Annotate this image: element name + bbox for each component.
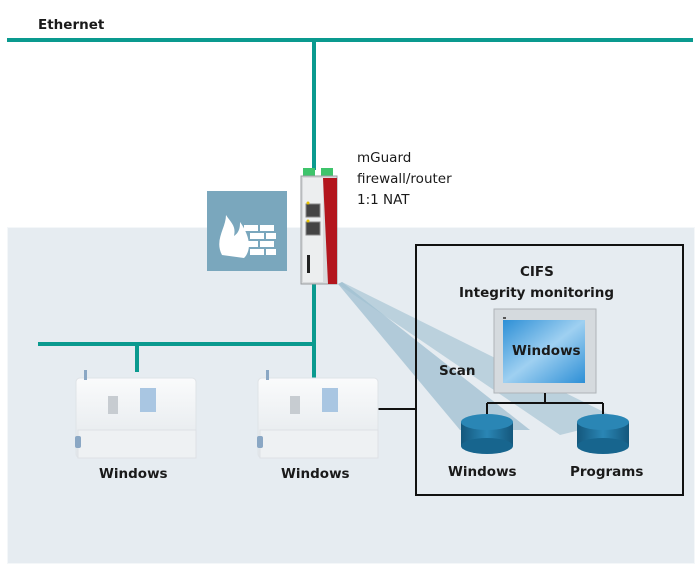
scan-beam-windows — [338, 282, 530, 430]
ethernet-bus — [7, 38, 693, 42]
scan-beam-programs — [338, 282, 620, 435]
database-label-programs: Programs — [570, 464, 644, 480]
lan-uplink-line — [312, 280, 316, 380]
database-icon-programs — [577, 414, 629, 454]
lan-drop-2 — [312, 344, 316, 372]
router-name: mGuard — [357, 150, 412, 166]
database-label-windows: Windows — [448, 464, 517, 480]
machine-tool-icon-2 — [257, 370, 379, 459]
machine-tool-icon-1 — [75, 370, 197, 459]
machine-label-2: Windows — [281, 466, 350, 482]
firewall-icon — [207, 191, 287, 271]
monitor-label: Windows — [512, 343, 581, 359]
ethernet-drop-line — [312, 40, 316, 170]
scan-label: Scan — [439, 363, 476, 379]
router-mode: 1:1 NAT — [357, 192, 410, 208]
machine-label-1: Windows — [99, 466, 168, 482]
monitor-icon — [493, 308, 597, 394]
router-type: firewall/router — [357, 171, 452, 187]
cifs-subtitle: Integrity monitoring — [459, 285, 615, 301]
cifs-title: CIFS — [520, 264, 554, 280]
database-icon-windows — [461, 414, 513, 454]
ethernet-label: Ethernet — [38, 17, 105, 33]
storage-tree-lines — [486, 393, 604, 415]
cifs-box — [415, 244, 684, 496]
mguard-router-device — [300, 168, 338, 285]
lan-drop-1 — [135, 344, 139, 372]
lan-bus — [38, 342, 316, 346]
